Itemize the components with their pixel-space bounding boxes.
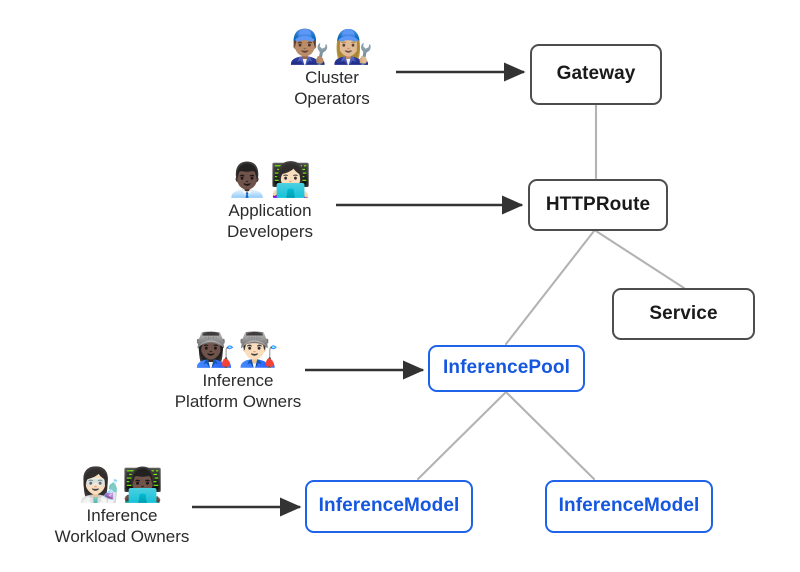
persona-label-inference-workload-owners: Inference Workload Owners <box>54 506 190 546</box>
node-service[interactable]: Service <box>612 288 755 340</box>
persona-inference-workload-owners[interactable]: 👩🏻‍🔬👨🏿‍💻 Inference Workload Owners <box>30 468 214 547</box>
mechanic-pair-emoji: 👨🏽‍🔧👩🏼‍🔧 <box>288 27 376 66</box>
node-service-label: Service <box>649 302 718 324</box>
node-gateway-label: Gateway <box>556 63 636 85</box>
persona-inference-platform-owners[interactable]: 👩🏿‍🏭👨🏻‍🏭 Inference Platform Owners <box>150 333 326 412</box>
persona-label-application-developers: Application Developers <box>227 201 313 241</box>
node-gateway[interactable]: Gateway <box>530 44 662 105</box>
node-inferencemodel-right[interactable]: InferenceModel <box>545 480 713 533</box>
persona-application-developers[interactable]: 👨🏿‍💼👩🏻‍💻 Application Developers <box>190 163 350 242</box>
persona-label-inference-platform-owners: Inference Platform Owners <box>174 371 302 411</box>
connector-inferencepool-model-left <box>416 390 508 481</box>
node-inferencemodel-left-label: InferenceModel <box>318 495 460 517</box>
office-worker-technologist-pair-emoji: 👨🏿‍💼👩🏻‍💻 <box>226 160 314 199</box>
persona-cluster-operators[interactable]: 👨🏽‍🔧👩🏼‍🔧 Cluster Operators <box>252 30 412 109</box>
node-inferencemodel-left[interactable]: InferenceModel <box>305 480 473 533</box>
node-inferencemodel-right-label: InferenceModel <box>558 495 700 517</box>
persona-label-cluster-operators: Cluster Operators <box>294 68 370 108</box>
node-httproute[interactable]: HTTPRoute <box>528 179 668 231</box>
node-inferencepool[interactable]: InferencePool <box>428 345 585 392</box>
connector-httproute-service <box>594 229 686 290</box>
connector-inferencepool-model-right <box>504 390 596 481</box>
scientist-technologist-pair-emoji: 👩🏻‍🔬👨🏿‍💻 <box>78 465 166 504</box>
construction-worker-pair-emoji: 👩🏿‍🏭👨🏻‍🏭 <box>194 330 282 369</box>
node-inferencepool-label: InferencePool <box>443 357 570 379</box>
connector-httproute-inferencepool <box>504 229 596 346</box>
node-httproute-label: HTTPRoute <box>545 193 651 215</box>
